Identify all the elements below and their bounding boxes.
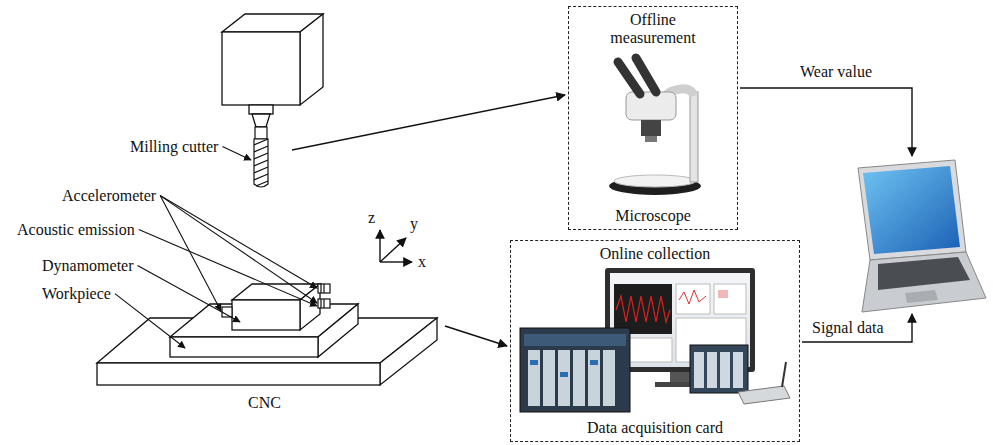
leader-line bbox=[160, 196, 221, 311]
axis-label: x bbox=[418, 252, 426, 271]
part-label: Acoustic emission bbox=[17, 220, 135, 239]
part-label: Accelerometer bbox=[62, 186, 156, 205]
box-caption: Microscope bbox=[615, 207, 691, 225]
online-collection-box: Online collectionData acquisition card bbox=[510, 240, 800, 442]
laptop-picture bbox=[858, 160, 986, 312]
box-title: Offline measurement bbox=[598, 11, 708, 48]
leader-line bbox=[160, 196, 317, 288]
axis-arrows bbox=[380, 230, 412, 262]
milling-cutter-drawing bbox=[254, 127, 268, 187]
microscope-picture bbox=[609, 58, 701, 195]
flow-arrow bbox=[802, 314, 912, 342]
part-label: Milling cutter bbox=[130, 137, 218, 156]
axis-label: y bbox=[410, 214, 418, 233]
axis-label: z bbox=[368, 208, 375, 227]
dynamometer-block bbox=[232, 284, 320, 330]
leader-line bbox=[138, 266, 240, 322]
flow-arrow bbox=[292, 95, 565, 150]
leader-line bbox=[115, 294, 185, 348]
flow-label: Signal data bbox=[812, 318, 884, 337]
flow-arrow bbox=[445, 326, 507, 346]
box-title: Online collection bbox=[600, 245, 711, 263]
offline-measurement-box: Offline measurementMicroscope bbox=[568, 6, 738, 230]
daq-picture bbox=[520, 268, 790, 412]
leader-line bbox=[222, 147, 251, 160]
flow-label: Wear value bbox=[800, 62, 872, 81]
part-label: Dynamometer bbox=[42, 256, 134, 275]
leader-line bbox=[139, 230, 317, 306]
machine-label: CNC bbox=[248, 393, 281, 412]
box-caption: Data acquisition card bbox=[587, 419, 723, 437]
flow-arrow bbox=[740, 88, 912, 156]
part-label: Workpiece bbox=[42, 284, 111, 303]
spindle-head bbox=[222, 14, 323, 127]
